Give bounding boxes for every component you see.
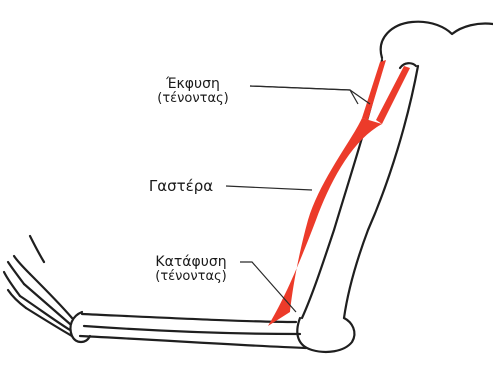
leader-origin-2 [250,86,358,104]
elbow-joint [297,318,354,352]
forearm-lower [80,336,306,348]
forearm-middle [84,326,300,334]
finger-1 [14,256,30,274]
belly-title: Γαστέρα [136,177,226,195]
leader-belly [226,186,312,190]
origin-label: Έκφυση (τένοντας) [128,76,258,106]
humerus-back [344,66,418,318]
insertion-label: Κατάφυση (τένοντας) [136,254,246,284]
muscle-belly [268,118,382,326]
insertion-subtitle: (τένοντας) [136,269,246,284]
shoulder-head [381,22,493,58]
thumb [30,236,44,262]
shoulder-socket [400,63,416,68]
belly-label: Γαστέρα [136,177,226,195]
forearm-upper [82,314,296,322]
insertion-title: Κατάφυση [136,254,246,270]
metacarpal-4 [26,308,72,336]
muscle [268,60,410,326]
origin-subtitle: (τένοντας) [128,91,258,106]
origin-title: Έκφυση [128,76,258,92]
